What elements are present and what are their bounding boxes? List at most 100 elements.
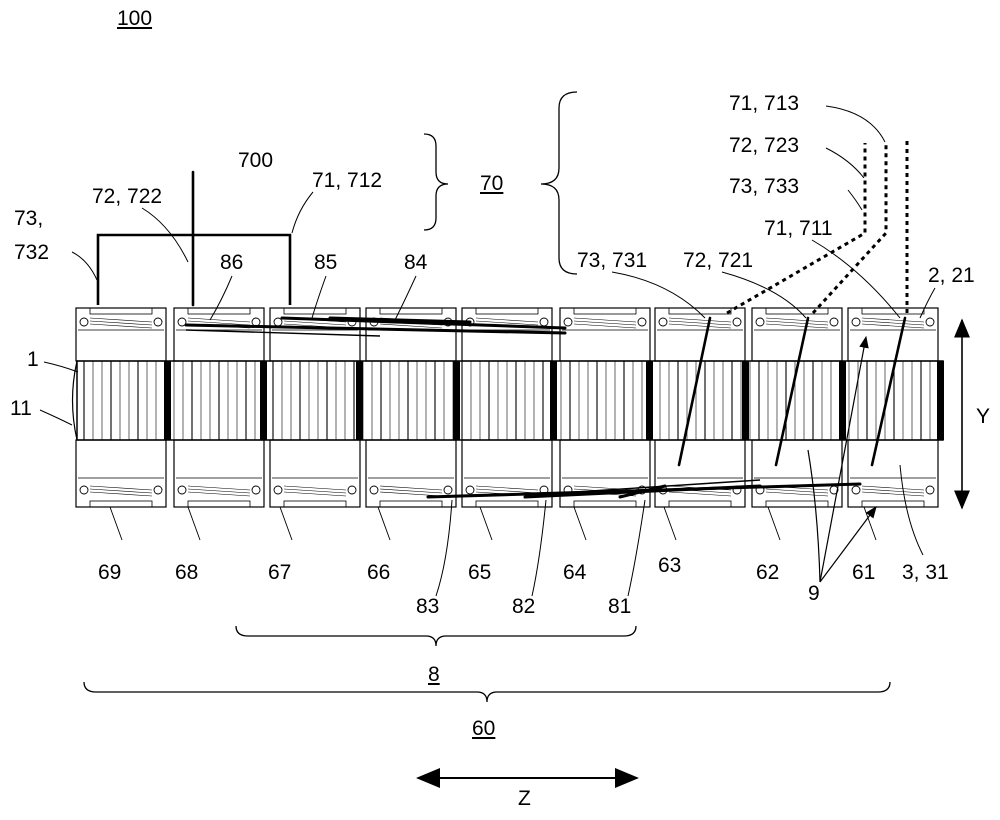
slot-circle — [539, 317, 549, 327]
coil-winding-line — [475, 485, 539, 491]
label-71-713: 71, 713 — [729, 92, 800, 115]
crossover-wire-81 — [618, 484, 667, 499]
leader-71-711 — [811, 239, 901, 319]
slot-circle — [732, 317, 742, 327]
tooth-block-top — [654, 307, 746, 362]
tooth-flange-bottom — [668, 500, 732, 508]
tooth-block-bottom — [751, 439, 843, 508]
tooth-block-top — [559, 307, 651, 362]
leader-72-722 — [141, 207, 189, 263]
tooth-flange-bottom — [89, 500, 153, 508]
tooth-flange-bottom — [379, 500, 443, 508]
tooth-flange-top — [573, 307, 637, 315]
label-group-60: 60 — [472, 717, 496, 740]
tooth-flange-bottom — [475, 500, 539, 508]
leader-83 — [435, 499, 453, 597]
tooth-block-bottom — [75, 439, 167, 508]
tooth-flange-bottom — [861, 500, 925, 508]
slot-circle — [347, 485, 357, 495]
slot-circle — [369, 485, 379, 495]
tooth-block-top — [461, 307, 553, 362]
leader-73-732 — [71, 251, 98, 281]
label-73-733: 73, 733 — [729, 175, 800, 198]
coil-winding-line — [283, 491, 347, 497]
tooth-flange-top — [861, 307, 925, 315]
label-72-723: 72, 723 — [729, 134, 800, 157]
tooth-block-top — [173, 307, 265, 362]
crossover-wire-85 — [280, 316, 567, 330]
tooth-block-top — [365, 307, 457, 362]
coil-winding-line — [861, 488, 925, 494]
coil-winding-line — [379, 485, 443, 491]
stator-core — [71, 360, 944, 441]
label-69: 69 — [98, 561, 122, 584]
coil-winding-line — [89, 491, 153, 497]
label-71-712: 71, 712 — [312, 169, 383, 192]
leader-3-31 — [899, 464, 924, 556]
tooth-flange-top — [89, 307, 153, 315]
slot-circle — [251, 485, 261, 495]
leader-9-a — [819, 335, 869, 583]
coil-winding-line — [379, 488, 443, 494]
label-61: 61 — [852, 561, 876, 584]
label-83: 83 — [416, 595, 440, 618]
coil-winding-line — [668, 317, 732, 323]
segment-joint-bar — [550, 361, 557, 440]
brace-70-right — [540, 91, 578, 275]
coil-winding-line — [573, 320, 637, 326]
label-1: 1 — [27, 348, 39, 371]
coil-winding-line — [861, 320, 925, 326]
tooth-flange-top — [765, 307, 829, 315]
slot-circle — [273, 485, 283, 495]
tooth-flange-top — [187, 307, 251, 315]
leader-73-733 — [847, 189, 863, 211]
leader-11 — [39, 409, 73, 426]
coil-winding-line — [861, 317, 925, 323]
slot-circle — [79, 485, 89, 495]
slot-circle — [563, 317, 573, 327]
coil-winding-line — [187, 491, 251, 497]
label-9: 9 — [808, 582, 820, 605]
segment-joint-bar — [646, 361, 653, 440]
crossover-wire-82-b — [559, 479, 761, 494]
coil-winding-line — [187, 488, 251, 494]
segment-leader — [767, 506, 781, 541]
slot-circle — [925, 317, 935, 327]
segment-leader — [663, 506, 677, 541]
tooth-block-top — [751, 307, 843, 362]
segment-leader — [109, 506, 123, 541]
segment-joint-bar — [742, 361, 749, 440]
leader-85 — [311, 275, 327, 319]
coil-winding-line — [379, 491, 443, 497]
core-left-end — [71, 360, 78, 441]
tooth-block-top — [847, 307, 939, 362]
figure-label: 100 — [117, 7, 153, 30]
tooth-flange-top — [475, 307, 539, 315]
slot-circle — [153, 317, 163, 327]
coil-winding-line — [283, 488, 347, 494]
tooth-flange-top — [668, 307, 732, 315]
label-81: 81 — [608, 595, 632, 618]
phase-wire-731 — [677, 316, 712, 467]
leader-2-21 — [919, 287, 936, 319]
coil-winding-line — [187, 320, 251, 326]
coil-winding-line — [668, 323, 732, 329]
dimension-lines — [83, 91, 970, 788]
segment-joint-bar — [839, 361, 846, 440]
leader-72-721 — [721, 271, 807, 319]
slot-circle — [637, 317, 647, 327]
label-62: 62 — [756, 561, 780, 584]
tooth-block-bottom — [269, 439, 361, 508]
dotted-lead-723 — [811, 143, 888, 315]
slot-circle — [273, 317, 283, 327]
label-11: 11 — [10, 397, 32, 420]
tooth-block-bottom — [173, 439, 265, 508]
label-Z: Z — [518, 787, 531, 810]
tooth-flange-bottom — [187, 500, 251, 508]
segment-leader — [187, 506, 201, 541]
label-84: 84 — [404, 251, 428, 274]
coil-winding-line — [89, 485, 153, 491]
slot-circle — [79, 317, 89, 327]
label-65: 65 — [468, 561, 492, 584]
coil-winding-line — [89, 488, 153, 494]
